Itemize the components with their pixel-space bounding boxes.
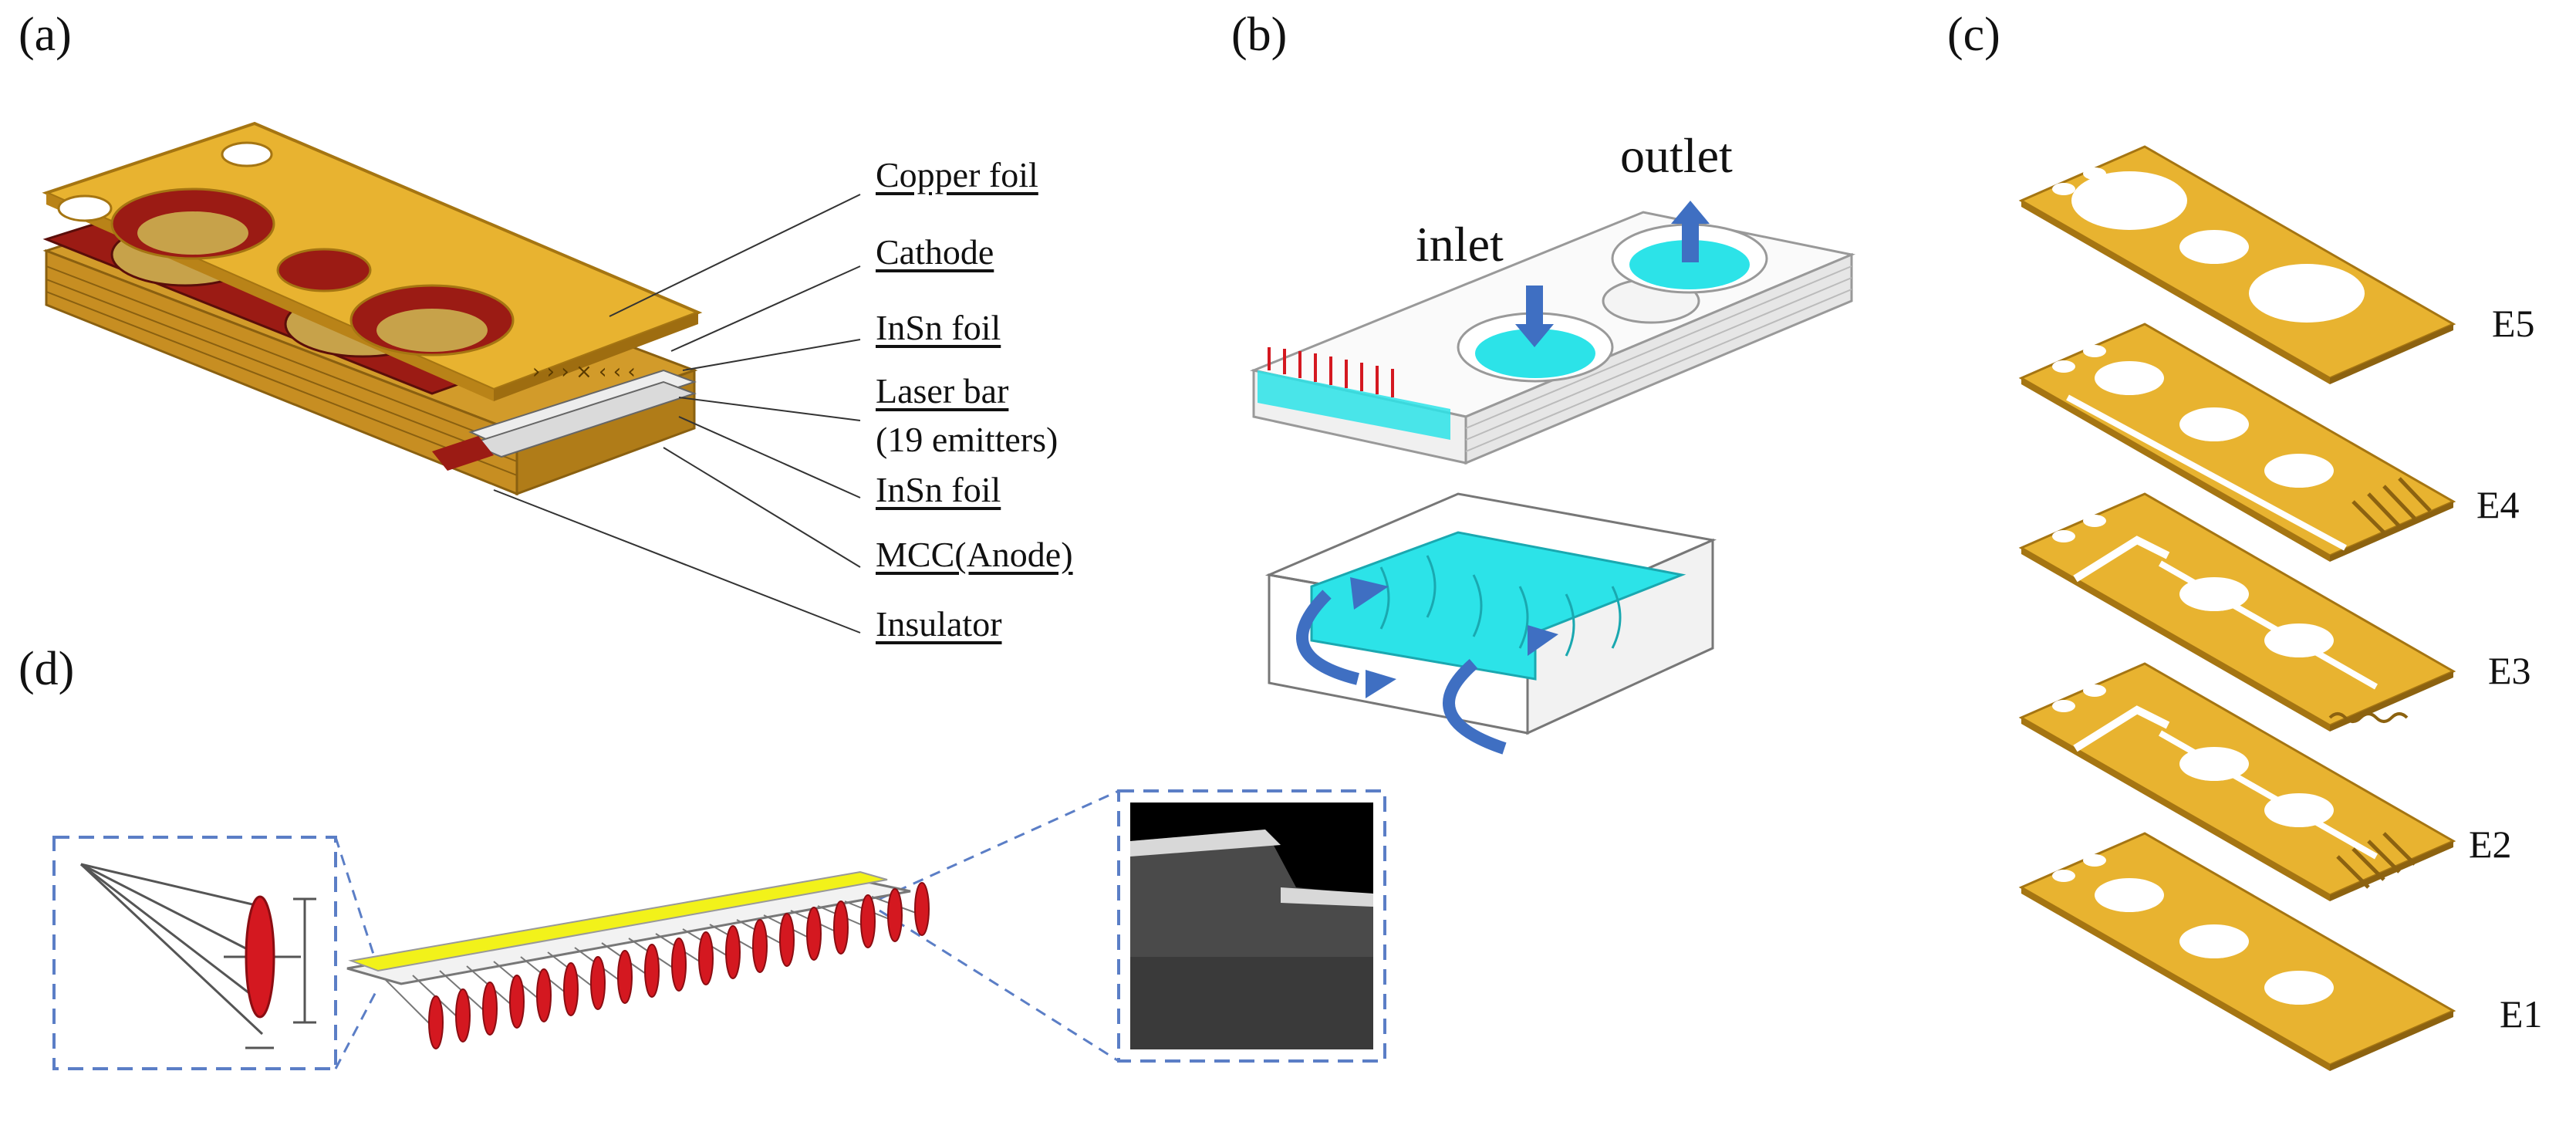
svg-text:› › › × ‹ ‹ ‹: › › › × ‹ ‹ ‹	[532, 360, 636, 384]
panel-b-label: (b)	[1231, 8, 1288, 61]
layer-e1-plate	[2020, 832, 2455, 1073]
layer-e5-plate	[2020, 145, 2455, 386]
panel-d-label: (d)	[19, 643, 75, 695]
leader-lines	[493, 194, 861, 634]
layer-e2-label: E2	[2469, 823, 2512, 866]
callout-emitters: (19 emitters)	[876, 420, 1058, 459]
callout-cathode: Cathode	[876, 232, 994, 272]
outlet-arrow	[1671, 201, 1710, 262]
inlet-label: inlet	[1416, 217, 1504, 272]
callout-mcc-anode: MCC(Anode)	[876, 535, 1073, 574]
copper-foil-top: › › › × ‹ ‹ ‹	[42, 121, 703, 401]
layer-e5-label: E5	[2492, 302, 2535, 345]
callout-insulator: Insulator	[876, 604, 1002, 644]
layer-e1-label: E1	[2500, 992, 2543, 1036]
panel-c-label: (c)	[1947, 8, 2000, 61]
layer-e3-plate	[2020, 492, 2455, 733]
callout-insn-foil-top: InSn foil	[876, 308, 1001, 347]
laser-bar-emitters	[346, 870, 930, 1049]
laser-bar-assembly	[432, 369, 697, 471]
layer-e4-plate	[2020, 323, 2455, 563]
inlet-arrow	[1515, 286, 1554, 347]
callout-laser-bar: Laser bar	[876, 371, 1009, 411]
layer-e2-plate	[2020, 662, 2455, 903]
channel-detail	[1264, 492, 1717, 755]
outlet-label: outlet	[1620, 128, 1733, 183]
callout-copper-foil: Copper foil	[876, 155, 1038, 194]
callout-insn-foil-bottom: InSn foil	[876, 470, 1001, 509]
layer-e4-label: E4	[2476, 483, 2520, 526]
sem-inset	[1117, 789, 1386, 1063]
panel-a-label: (a)	[19, 8, 72, 61]
layer-e3-label: E3	[2488, 649, 2531, 692]
cooler-body	[1249, 211, 1856, 465]
emitter-zoom-box	[52, 836, 337, 1070]
